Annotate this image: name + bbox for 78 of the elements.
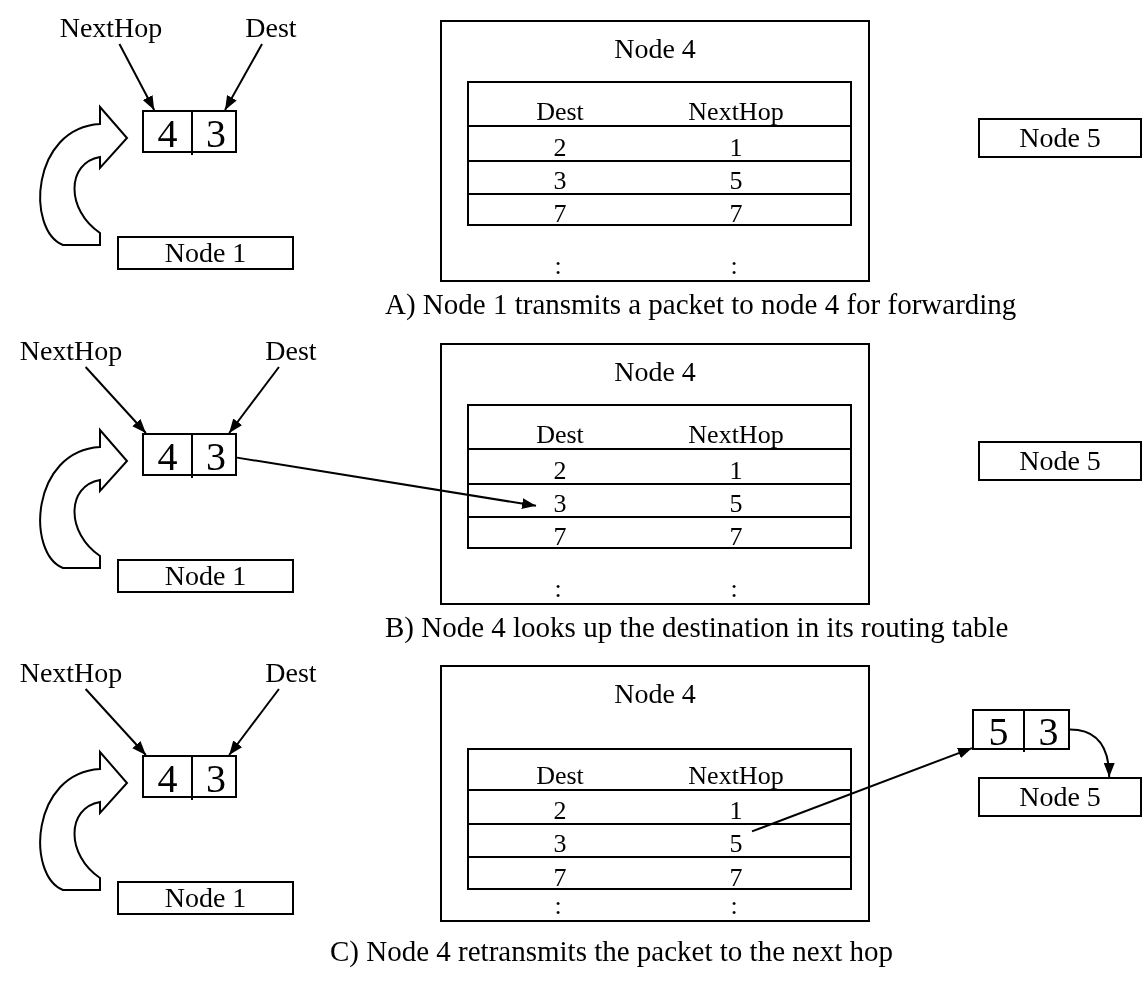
packet-field: 4 [144,757,191,800]
arrow [84,688,147,756]
node-box: Node 1 [117,881,294,915]
arrow [236,456,537,510]
table-entry: 1 [716,455,756,485]
node-box [440,343,870,605]
column-header: NextHop [671,95,801,127]
table-entry: 7 [540,521,580,551]
table-entry: : [714,892,754,920]
table-entry: 7 [716,521,756,551]
arrow [228,688,280,756]
table-entry: : [714,575,754,603]
node-box: Node 5 [978,118,1142,158]
table-entry: 7 [540,198,580,228]
curved-block-arrow [39,429,128,569]
packet-field: 4 [144,435,191,478]
column-header: Dest [525,95,595,127]
node-box [440,20,870,282]
table-entry: 3 [540,488,580,518]
node-box: Node 5 [978,777,1142,817]
table-entry: 1 [716,795,756,825]
arrow [118,43,156,111]
table-entry: 3 [540,828,580,858]
node-title: Node 4 [614,34,696,64]
routing-table [467,81,852,226]
table-entry: : [538,575,578,603]
node-title: Node 4 [614,357,696,387]
routing-table [467,748,852,890]
packet-field: 3 [191,112,239,155]
table-entry: 2 [540,132,580,162]
packet-field: 3 [1023,711,1072,752]
packet-field: 3 [191,435,239,478]
packet-field: 4 [144,112,191,155]
table-entry: : [538,892,578,920]
packet-field: 5 [974,711,1023,752]
arrow [224,43,264,111]
field-label: NextHop [50,12,172,44]
column-header: NextHop [671,418,801,450]
table-entry: : [714,252,754,280]
table-entry: : [538,252,578,280]
caption: C) Node 4 retransmits the packet to the next hop [330,935,893,967]
routing-table [467,404,852,549]
caption: B) Node 4 looks up the destination in its routing table [385,611,1009,643]
node-box: Node 5 [978,441,1142,481]
packet-box [142,755,237,798]
caption: A) Node 1 transmits a packet to node 4 for forwarding [385,288,1017,320]
column-header: NextHop [671,759,801,791]
field-label: Dest [258,335,324,367]
node-box: Node 1 [117,236,294,270]
table-entry: 7 [716,198,756,228]
packet-box [972,709,1070,750]
curved-block-arrow [39,106,128,246]
node-box [440,665,870,922]
field-label: NextHop [10,657,132,689]
table-entry: 7 [540,862,580,892]
node-title: Node 4 [614,679,696,709]
arrow [228,366,280,434]
table-entry: 7 [716,862,756,892]
arrow [1069,728,1115,778]
packet-box [142,433,237,476]
field-label: Dest [238,12,304,44]
field-label: NextHop [10,335,132,367]
table-entry: 3 [540,165,580,195]
table-entry: 2 [540,795,580,825]
packet-field: 3 [191,757,239,800]
column-header: Dest [525,759,595,791]
field-label: Dest [258,657,324,689]
curved-block-arrow [39,751,128,891]
table-entry: 1 [716,132,756,162]
column-header: Dest [525,418,595,450]
table-entry: 5 [716,488,756,518]
packet-box [142,110,237,153]
table-entry: 5 [716,165,756,195]
arrow [751,746,973,833]
arrow [84,366,147,434]
table-entry: 2 [540,455,580,485]
node-box: Node 1 [117,559,294,593]
table-entry: 5 [716,828,756,858]
